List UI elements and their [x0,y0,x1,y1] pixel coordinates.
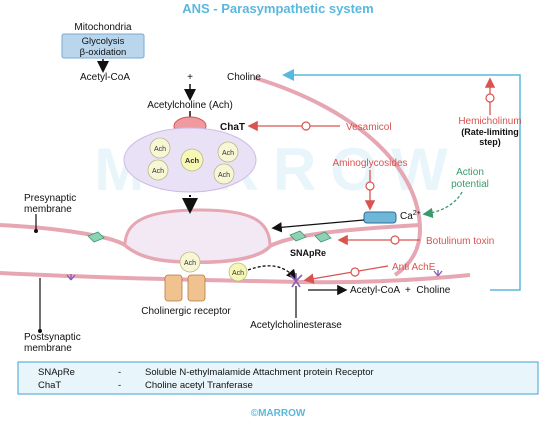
legend-def-2: Choline acetyl Tranferase [145,380,253,391]
vesamicol-block-icon [301,121,311,131]
choline-reuptake-arrow [282,69,521,291]
postsynaptic-label-1: Postsynaptic [24,332,81,343]
snapre-protein [314,231,332,243]
botulinum-block-icon [390,235,400,245]
action-potential-arrow [422,191,463,219]
cleft-ach-1 [179,251,201,273]
aminoglycosides-block-icon [365,181,375,191]
ache-shape [433,270,443,277]
ach-molecule-label: Ach [185,156,200,165]
glycolysis-label: Glycolysis [82,36,125,47]
nerve-terminal-fill [123,208,272,264]
mitochondria-box [61,33,145,59]
aminoglycosides-label: Aminoglycosides [332,158,407,169]
mitochondria-label: Mitochondria [74,22,132,33]
legend-box [17,361,539,395]
hemicholinium-note-1: (Rate-limiting [461,127,519,137]
presynaptic-label-1: Presynaptic [24,193,76,204]
postsynaptic-membrane-line [0,271,471,285]
acetylcholinesterase-enzyme [66,270,443,288]
hemicholinium-label: Hemicholinum [458,116,521,127]
cholinergic-receptor-label: Cholinergic receptor [141,306,231,317]
action-potential-label-2: potential [451,179,489,190]
vesamicol-label: Vesamicol [346,122,392,133]
ach-molecule-label: Ach [218,172,230,179]
action-potential-label-1: Action [456,167,484,178]
calcium-influx-arrow [271,219,365,233]
cleft-ach-2 [228,262,248,282]
legend-dash-1: - [118,367,121,378]
ach-to-enzyme-arrow [247,265,297,280]
calcium-charge: 2+ [413,210,421,217]
presynaptic-label-2: membrane [24,204,72,215]
anti-ache-inhibit-line [303,265,389,284]
acetylcholine-label: Acetylcholine (Ach) [147,100,233,111]
cholinergic-receptor-left [164,274,183,302]
ach-molecule-label: Ach [152,168,164,175]
postsynaptic-label-2: membrane [24,343,72,354]
postsynaptic-pointer-dot [38,329,42,333]
ach-molecule [213,163,235,185]
ache-shape [289,273,303,288]
hemicholinium-note-2: step) [479,137,501,147]
footer-logo: ©MARROW [251,408,306,419]
cleft-ach-2-label: Ach [232,270,244,277]
ach-molecule-label: Ach [154,146,166,153]
vesicle-ach-molecules: Ach Ach Ach Ach Ach [147,137,239,185]
legend-dash-2: - [118,380,121,391]
acetylcholinesterase-label: Acetylcholinesterase [250,320,342,331]
snapre-proteins [87,230,332,243]
calcium-symbol: Ca [400,211,413,222]
snapre-label: SNApRe [290,248,326,258]
plus-sign: + [187,72,193,83]
cleft-ach-1-label: Ach [184,260,196,267]
anti-ache-label: Anti AchE [392,262,436,273]
chat-label: ChaT [220,122,245,133]
legend-abbr-2: ChaT [38,380,61,391]
page-title: ANS - Parasympathetic system [182,1,373,16]
botulinum-label: Botulinum toxin [426,236,494,247]
legend-abbr-1: SNApRe [38,367,75,378]
choline-label: Choline [227,72,261,83]
cholinergic-receptor-right [187,274,206,302]
legend-def-1: Soluble N-ethylmalamide Attachment prote… [145,367,374,378]
ach-molecule [180,148,204,172]
calcium-label: Ca2+ [400,210,421,222]
ach-molecule [147,159,169,181]
ach-molecule [217,141,239,163]
anti-ache-block-icon [350,267,360,277]
ach-molecule-label: Ach [222,150,234,157]
calcium-channel [363,211,397,224]
acetyl-coa-label: Acetyl-CoA [80,72,130,83]
ache-shape [66,274,76,281]
hydrolysis-products: Acetyl-CoA + Choline [350,285,451,296]
axon-membrane-curve [254,76,423,277]
presynaptic-pointer-dot [34,229,38,233]
hemicholinium-block-icon [485,93,495,103]
snapre-protein [289,230,307,242]
beta-oxidation-label: β-oxidation [80,47,127,58]
ach-molecule [149,137,171,159]
snapre-protein [87,231,105,243]
